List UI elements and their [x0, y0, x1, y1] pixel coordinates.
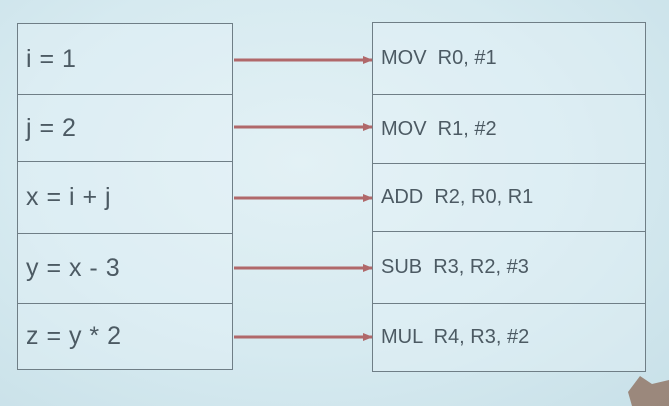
source-statement-text: j = 2: [26, 113, 77, 142]
instruction-text: MOV R0, #1: [381, 47, 497, 69]
instruction-row: MOV R1, #2: [373, 94, 645, 163]
source-statement-text: z = y * 2: [26, 322, 122, 350]
source-statement-row: y = x - 3: [18, 233, 232, 303]
instruction-text: ADD R2, R0, R1: [381, 186, 534, 208]
instruction-text: MOV R1, #2: [381, 117, 497, 140]
instruction-row: SUB R3, R2, #3: [373, 231, 645, 303]
source-statement-row: j = 2: [18, 94, 232, 161]
pointer-cursor-icon: [628, 376, 669, 406]
instruction-text: MUL R4, R3, #2: [381, 325, 530, 348]
source-statement-row: i = 1: [18, 24, 232, 94]
source-statement-text: y = x - 3: [26, 254, 121, 282]
source-statement-text: i = 1: [26, 44, 77, 73]
source-statements-table: i = 1 j = 2 x = i + j y = x - 3 z = y * …: [17, 23, 233, 370]
instruction-row: MOV R0, #1: [373, 23, 645, 94]
instruction-row: ADD R2, R0, R1: [373, 163, 645, 231]
source-statement-row: x = i + j: [18, 161, 232, 233]
instruction-text: SUB R3, R2, #3: [381, 256, 529, 278]
instruction-row: MUL R4, R3, #2: [373, 303, 645, 370]
instructions-table: MOV R0, #1 MOV R1, #2 ADD R2, R0, R1 SUB…: [372, 22, 646, 372]
source-statement-text: x = i + j: [26, 183, 112, 211]
source-statement-row: z = y * 2: [18, 303, 232, 369]
